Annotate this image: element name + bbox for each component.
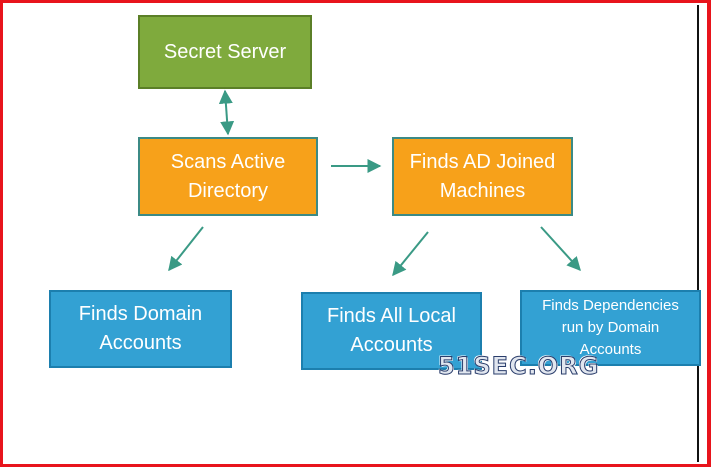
- arrow-finds-ad-joined-to-finds-dependencies: [540, 226, 581, 272]
- arrow-finds-ad-joined-to-finds-local-accounts: [392, 231, 429, 277]
- secret-server-label: Secret Server: [163, 40, 287, 63]
- finds-dependencies-node: Finds Dependencies run by Domain Account…: [520, 290, 701, 366]
- secret-server-node: Secret Server: [138, 15, 312, 89]
- finds-all-local-accounts-node: Finds All Local Accounts: [301, 292, 482, 370]
- finds-domain-accounts-node: Finds Domain Accounts: [49, 290, 232, 368]
- finds-domain-accounts-label: Finds Domain Accounts: [78, 303, 203, 354]
- watermark-text: 51SEC.ORG: [437, 352, 600, 381]
- arrow-scans-ad-to-finds-domain-accounts: [168, 226, 204, 272]
- finds-all-local-accounts-label: Finds All Local Accounts: [327, 305, 456, 356]
- finds-ad-joined-machines-label: Finds AD Joined Machines: [409, 150, 556, 202]
- right-divider-line: [697, 5, 699, 462]
- scans-active-directory-node: Scans Active Directory: [138, 137, 318, 216]
- arrow-secret-server-scans-ad: [218, 89, 235, 136]
- finds-ad-joined-machines-node: Finds AD Joined Machines: [392, 137, 573, 216]
- scans-active-directory-label: Scans Active Directory: [170, 150, 286, 202]
- finds-dependencies-label: Finds Dependencies run by Domain Account…: [542, 297, 679, 358]
